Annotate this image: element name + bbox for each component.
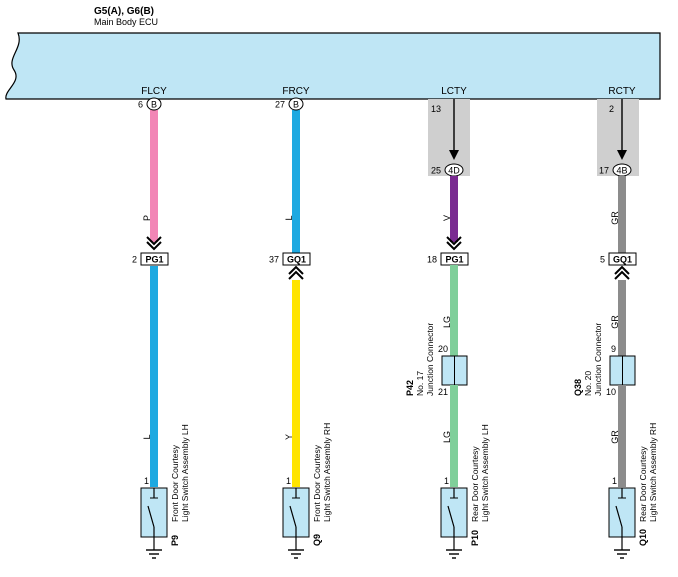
connector-arrow-down-1 bbox=[146, 236, 162, 251]
ecu-pin-conn-1: B bbox=[151, 100, 157, 110]
junction-pin-out-4: 10 bbox=[606, 387, 616, 397]
switch-pin-4: 1 bbox=[612, 476, 617, 486]
wire-color-lower-3: LG bbox=[442, 431, 452, 443]
arrow-down-jb-4 bbox=[617, 150, 627, 160]
mid-connector-name-2: GQ1 bbox=[287, 255, 306, 265]
junction-no-4: No. 20 bbox=[583, 371, 593, 396]
connector-arrow-up-2 bbox=[288, 265, 304, 280]
mid-connector-name-3: PG1 bbox=[445, 255, 463, 265]
switch-pin-1: 1 bbox=[144, 476, 149, 486]
component-id-1: P9 bbox=[170, 535, 180, 546]
wire-color-mid-4: GR bbox=[610, 315, 620, 329]
wire-color-lower-1: L bbox=[142, 434, 152, 439]
ecu-pin-conn-2: B bbox=[293, 100, 299, 110]
junction-pin-in-3: 20 bbox=[438, 344, 448, 354]
ecu-box bbox=[5, 32, 661, 100]
mid-connector-pin-4: 5 bbox=[600, 255, 605, 265]
wire-color-lower-2: Y bbox=[284, 434, 294, 440]
junction-name-3: Junction Connector bbox=[425, 323, 435, 396]
ecu-pin-num-4: 2 bbox=[609, 104, 614, 114]
junction-name-4: Junction Connector bbox=[593, 323, 603, 396]
mid-connector-name-1: PG1 bbox=[145, 255, 163, 265]
mid-connector-2 bbox=[282, 252, 311, 266]
component-name-line1-2: Front Door Courtesy bbox=[312, 444, 322, 522]
junction-id-4: Q38 bbox=[573, 379, 583, 396]
switch-blade-4 bbox=[615, 505, 623, 528]
wire-color-upper-3: V bbox=[442, 215, 452, 221]
component-name-line2-2: Light Switch Assembly RH bbox=[322, 423, 332, 522]
component-id-2: Q9 bbox=[312, 534, 322, 546]
mid-connector-pin-3: 18 bbox=[427, 255, 437, 265]
junction-id-3: P42 bbox=[405, 380, 415, 396]
signal-flcy: FLCY bbox=[141, 86, 167, 97]
ecu-pin-num-2: 27 bbox=[275, 100, 285, 110]
wire-color-lower-4: GR bbox=[610, 430, 620, 444]
wire-color-upper-1: P bbox=[142, 215, 152, 221]
junction-pin-in-4: 9 bbox=[611, 344, 616, 354]
ecu-pin-marker-1 bbox=[146, 97, 162, 111]
mid-connector-name-4: GQ1 bbox=[613, 255, 632, 265]
arrow-down-jb-3 bbox=[449, 150, 459, 160]
component-id-3: P10 bbox=[470, 530, 480, 546]
ecu-pin-num-3: 13 bbox=[431, 104, 441, 114]
switch-blade-1 bbox=[147, 505, 155, 528]
ecu-name-label: Main Body ECU bbox=[94, 17, 158, 27]
jb-pin-num-4: 17 bbox=[599, 166, 609, 176]
connector-arrow-down-3 bbox=[446, 236, 462, 251]
wire-color-upper-4: GR bbox=[610, 211, 620, 225]
signal-frcy: FRCY bbox=[282, 86, 310, 97]
switch-blade-2 bbox=[289, 505, 297, 528]
junction-block-shade-lcty bbox=[428, 99, 470, 176]
mid-connector-pin-2: 37 bbox=[269, 255, 279, 265]
jb-pin-conn-4: 4B bbox=[616, 166, 627, 176]
ecu-pin-marker-2 bbox=[288, 97, 304, 111]
component-name-line1-3: Rear Door Courtesy bbox=[470, 446, 480, 522]
mid-connector-1 bbox=[140, 252, 169, 266]
jb-pin-conn-3: 4D bbox=[448, 166, 460, 176]
component-name-line2-3: Light Switch Assembly LH bbox=[480, 424, 490, 522]
mid-connector-pin-1: 2 bbox=[132, 255, 137, 265]
component-name-line2-1: Light Switch Assembly LH bbox=[180, 424, 190, 522]
mid-connector-4 bbox=[608, 252, 637, 266]
switch-pin-3: 1 bbox=[444, 476, 449, 486]
signal-rcty: RCTY bbox=[608, 86, 636, 97]
junction-pin-out-3: 21 bbox=[438, 387, 448, 397]
signal-lcty: LCTY bbox=[441, 86, 467, 97]
component-name-line1-1: Front Door Courtesy bbox=[170, 444, 180, 522]
ecu-connectors-label: G5(A), G6(B) bbox=[94, 6, 154, 17]
switch-blade-3 bbox=[447, 505, 455, 528]
junction-no-3: No. 17 bbox=[415, 371, 425, 396]
switch-pin-2: 1 bbox=[286, 476, 291, 486]
jb-pin-num-3: 25 bbox=[431, 166, 441, 176]
ecu-pin-num-1: 6 bbox=[138, 100, 143, 110]
component-name-line1-4: Rear Door Courtesy bbox=[638, 446, 648, 522]
component-id-4: Q10 bbox=[638, 529, 648, 546]
wire-color-mid-3: LG bbox=[442, 316, 452, 328]
connector-arrow-up-4 bbox=[614, 265, 630, 280]
wire-color-upper-2: L bbox=[284, 215, 294, 220]
junction-block-shade-rcty bbox=[597, 99, 639, 176]
component-name-line2-4: Light Switch Assembly RH bbox=[648, 423, 658, 522]
